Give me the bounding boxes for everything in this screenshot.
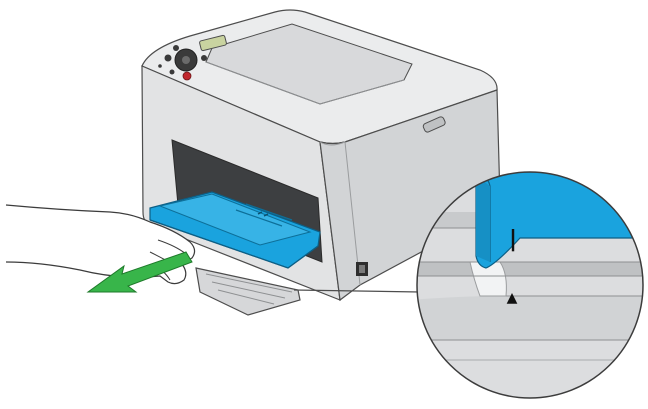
power-connector-socket [359, 265, 365, 273]
panel-button-right [201, 55, 207, 61]
pull-direction-arrow [86, 251, 193, 293]
front-panel-edge [319, 141, 361, 286]
callout-blue-guide-face [476, 176, 490, 262]
guide-front-edge [149, 219, 319, 269]
control-panel [158, 34, 227, 81]
callout-circle-border [416, 171, 644, 399]
power-button [182, 71, 192, 81]
panel-indicator [158, 64, 162, 68]
guide-tab-lines [257, 211, 269, 217]
callout-rail-band [417, 262, 643, 276]
guide-center-ridge [235, 203, 293, 227]
panel-button-top [173, 45, 179, 51]
side-handle-slot [422, 116, 446, 133]
printer [141, 9, 501, 302]
paper-tray-base [195, 267, 301, 316]
magnified-callout: | ▲ [416, 171, 644, 399]
lcd-display [199, 34, 227, 52]
tray-ribs [205, 273, 293, 305]
callout-channel [417, 296, 643, 340]
navigation-pad-center [182, 56, 190, 64]
output-tray-shadow [205, 61, 405, 105]
panel-button-left [164, 54, 172, 62]
panel-button-small [169, 69, 175, 75]
paper-width-guide [149, 191, 321, 269]
callout-pointer-line [293, 289, 421, 293]
tray-cover [195, 267, 301, 316]
guide-top-highlight [158, 193, 312, 246]
guide-line-mark: | [509, 227, 517, 252]
alignment-arrow-mark: ▲ [507, 290, 518, 306]
